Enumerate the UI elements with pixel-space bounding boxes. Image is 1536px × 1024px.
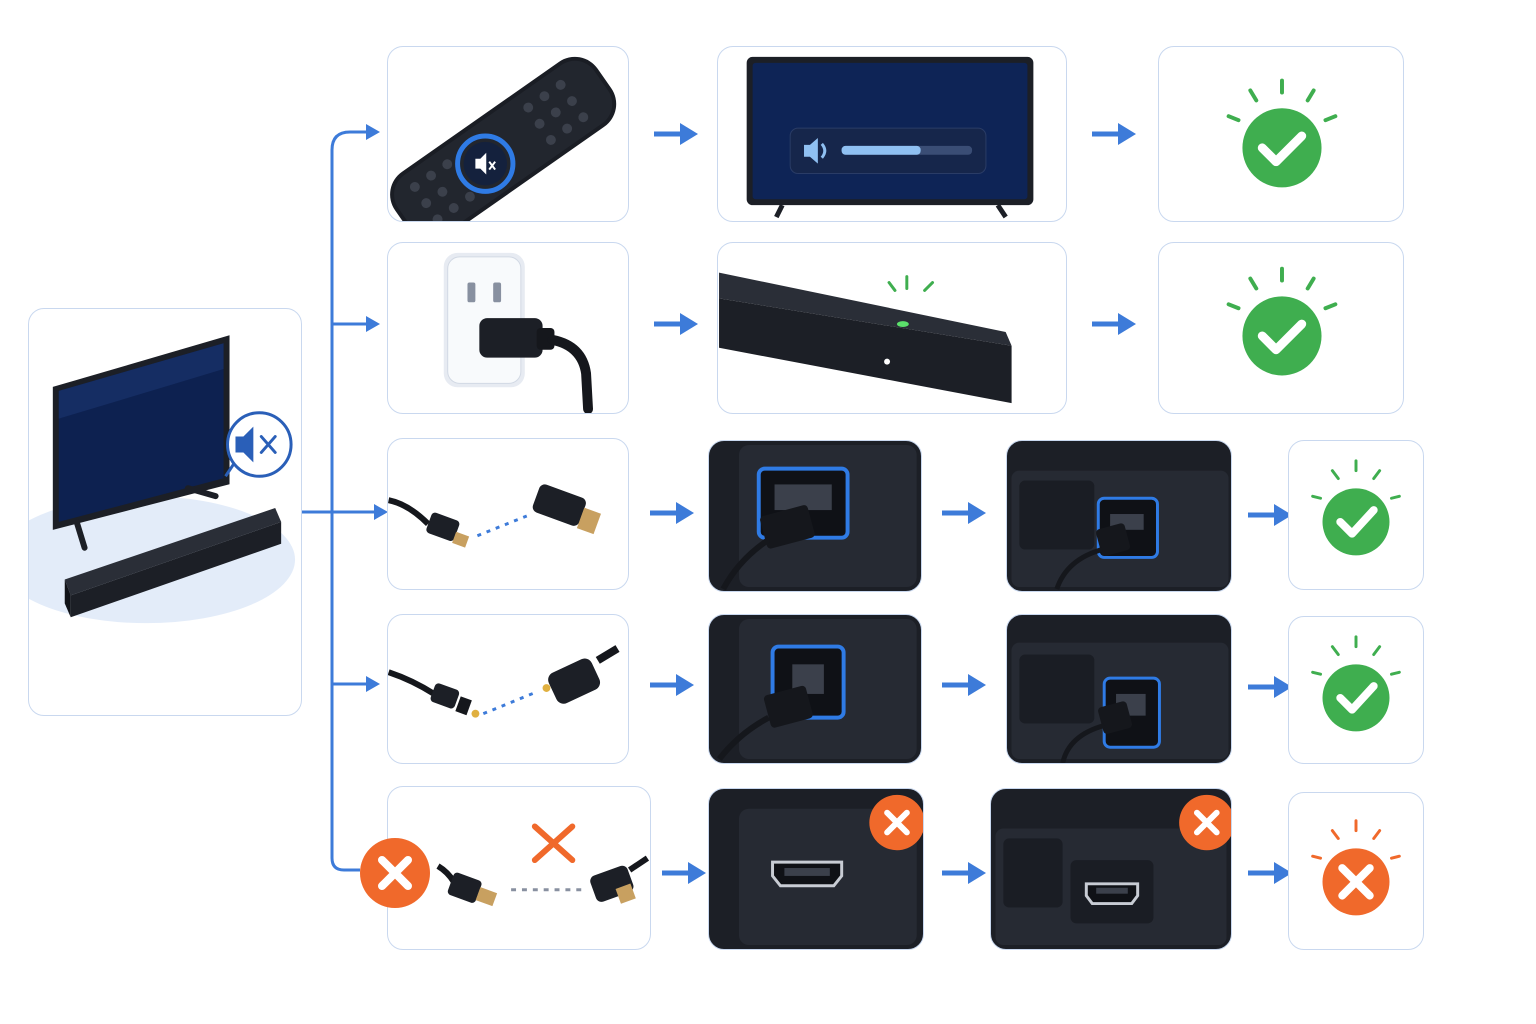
problem-tv-soundbar-panel [28,308,302,716]
flow-arrow [1090,119,1138,149]
optical-plug-icon [542,645,620,704]
flow-arrow [652,119,700,149]
soundbar-optical-port-panel [1006,614,1232,764]
speaker-muted-icon [224,411,293,478]
flow-arrow [1090,309,1138,339]
tv-port-unused-panel [708,788,924,950]
check-circle-icon [1226,266,1338,376]
flow-arrow [1246,858,1294,888]
soundbar-port-unused-panel [990,788,1232,950]
flow-arrow [660,858,708,888]
check-circle-icon [1311,635,1401,732]
usb-plug-icon [590,855,650,904]
outcome-success-panel [1158,46,1404,222]
usb-cable-icon [436,863,498,907]
outcome-success-panel [1158,242,1404,414]
flow-arrow [648,498,696,528]
optical-cable-icon [388,669,480,718]
flow-arrow [1246,672,1294,702]
flow-arrow [940,670,988,700]
check-circle-icon [1226,78,1338,188]
flow-arrow [1246,500,1294,530]
soundbar-power-light-panel [717,242,1067,414]
x-circle-icon [1179,794,1231,851]
outcome-success-panel [1288,616,1424,764]
soundbar-icon [719,272,1012,404]
soundbar-hdmi-port-panel [1006,440,1232,592]
remote-control-icon [390,56,617,221]
check-circle-icon [1311,459,1401,556]
tv-icon [52,335,230,551]
hdmi-port-icon [771,860,844,888]
x-mark-icon [531,823,576,864]
x-circle-icon [1311,819,1401,916]
volume-bar [789,127,987,175]
tv-hdmi-port-panel [708,440,922,592]
x-circle-icon [358,836,432,910]
flow-arrow [940,498,988,528]
optical-cable-panel [387,614,629,764]
x-circle-icon [869,794,923,851]
wrong-cable-panel [387,786,651,950]
power-light-indicator [896,321,909,328]
soundbar-icon [64,508,282,618]
tv-volume-bar-panel [717,46,1067,222]
hdmi-port-icon [1084,882,1140,906]
outcome-failure-panel [1288,792,1424,950]
speaker-volume-icon [804,137,827,164]
hdmi-cable-panel [387,438,629,590]
flow-arrow [648,670,696,700]
hdmi-cable-icon [388,497,470,548]
plug-in-outlet-panel [387,242,629,414]
mute-button-highlight [455,133,516,194]
remote-mute-button-panel [387,46,629,222]
hdmi-plug-icon [532,484,601,535]
flow-arrow [940,858,988,888]
tv-optical-port-panel [708,614,922,764]
flow-arrow [652,309,700,339]
outcome-success-panel [1288,440,1424,590]
power-plug-icon [479,318,593,413]
